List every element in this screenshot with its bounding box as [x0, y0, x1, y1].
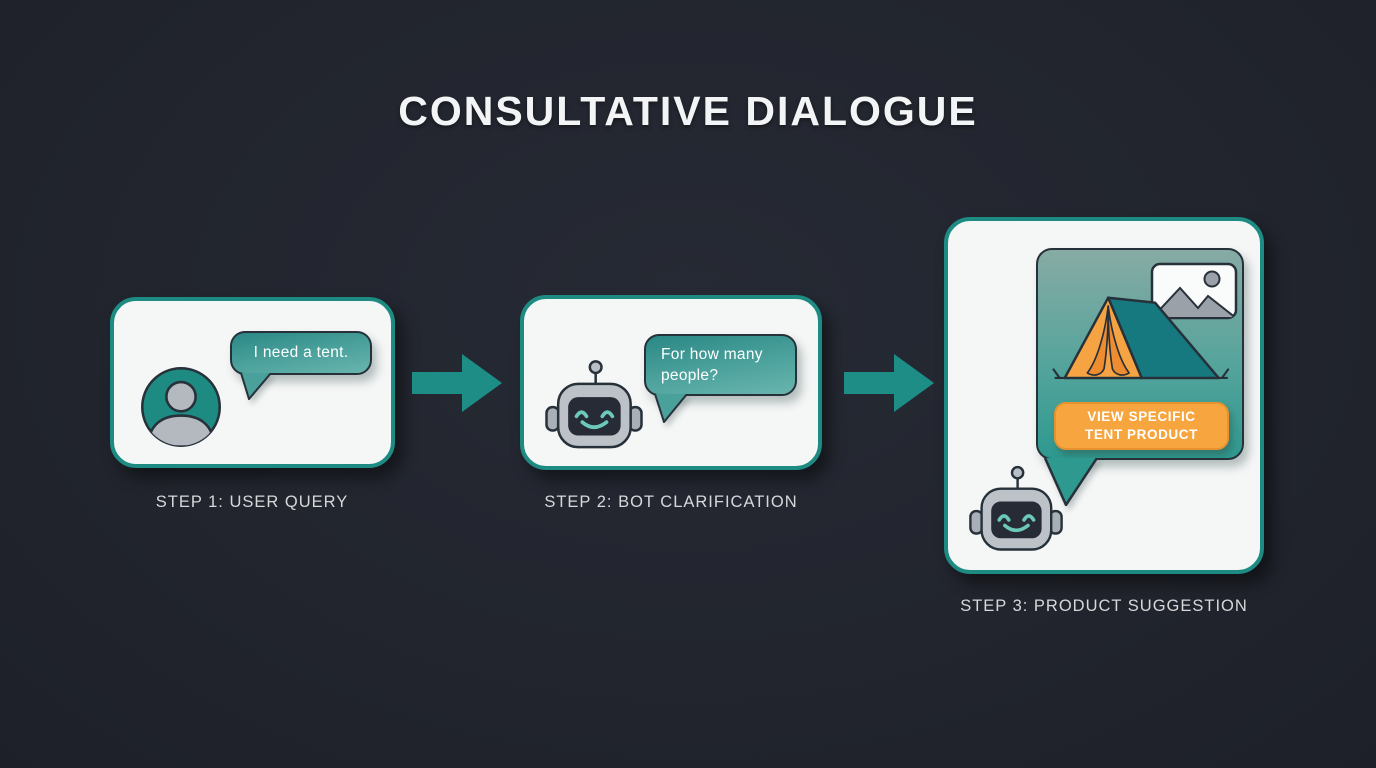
robot-icon [545, 360, 643, 449]
step-2-label: STEP 2: BOT CLARIFICATION [544, 493, 798, 511]
step-3-card: VIEW SPECIFIC TENT PRODUCT [944, 217, 1264, 574]
step-2-card: For how many people? [520, 295, 822, 470]
flow-arrow-icon [844, 354, 934, 412]
step-1-label: STEP 1: USER QUERY [155, 493, 349, 511]
diagram-title: CONSULTATIVE DIALOGUE [398, 88, 978, 134]
robot-icon [969, 465, 1063, 551]
user-avatar-icon [141, 367, 221, 447]
view-product-button[interactable]: VIEW SPECIFIC TENT PRODUCT [1054, 402, 1229, 450]
user-speech-bubble: I need a tent. [230, 331, 372, 375]
speech-bubble-tail [240, 373, 272, 400]
bot-speech-bubble-text: For how many people? [661, 346, 763, 384]
bot-speech-bubble: For how many people? [644, 334, 797, 396]
user-speech-bubble-text: I need a tent. [253, 344, 349, 361]
view-product-button-label: VIEW SPECIFIC TENT PRODUCT [1085, 409, 1198, 442]
speech-bubble-tail [654, 394, 688, 423]
speech-bubble-tail [1044, 458, 1098, 506]
step-1-card: I need a tent. [110, 297, 395, 468]
tent-icon [1052, 296, 1230, 380]
step-3-label: STEP 3: PRODUCT SUGGESTION [960, 597, 1248, 615]
image-placeholder-icon [1150, 262, 1238, 320]
flow-arrow-icon [412, 354, 502, 412]
product-suggestion-bubble: VIEW SPECIFIC TENT PRODUCT [1036, 248, 1244, 460]
